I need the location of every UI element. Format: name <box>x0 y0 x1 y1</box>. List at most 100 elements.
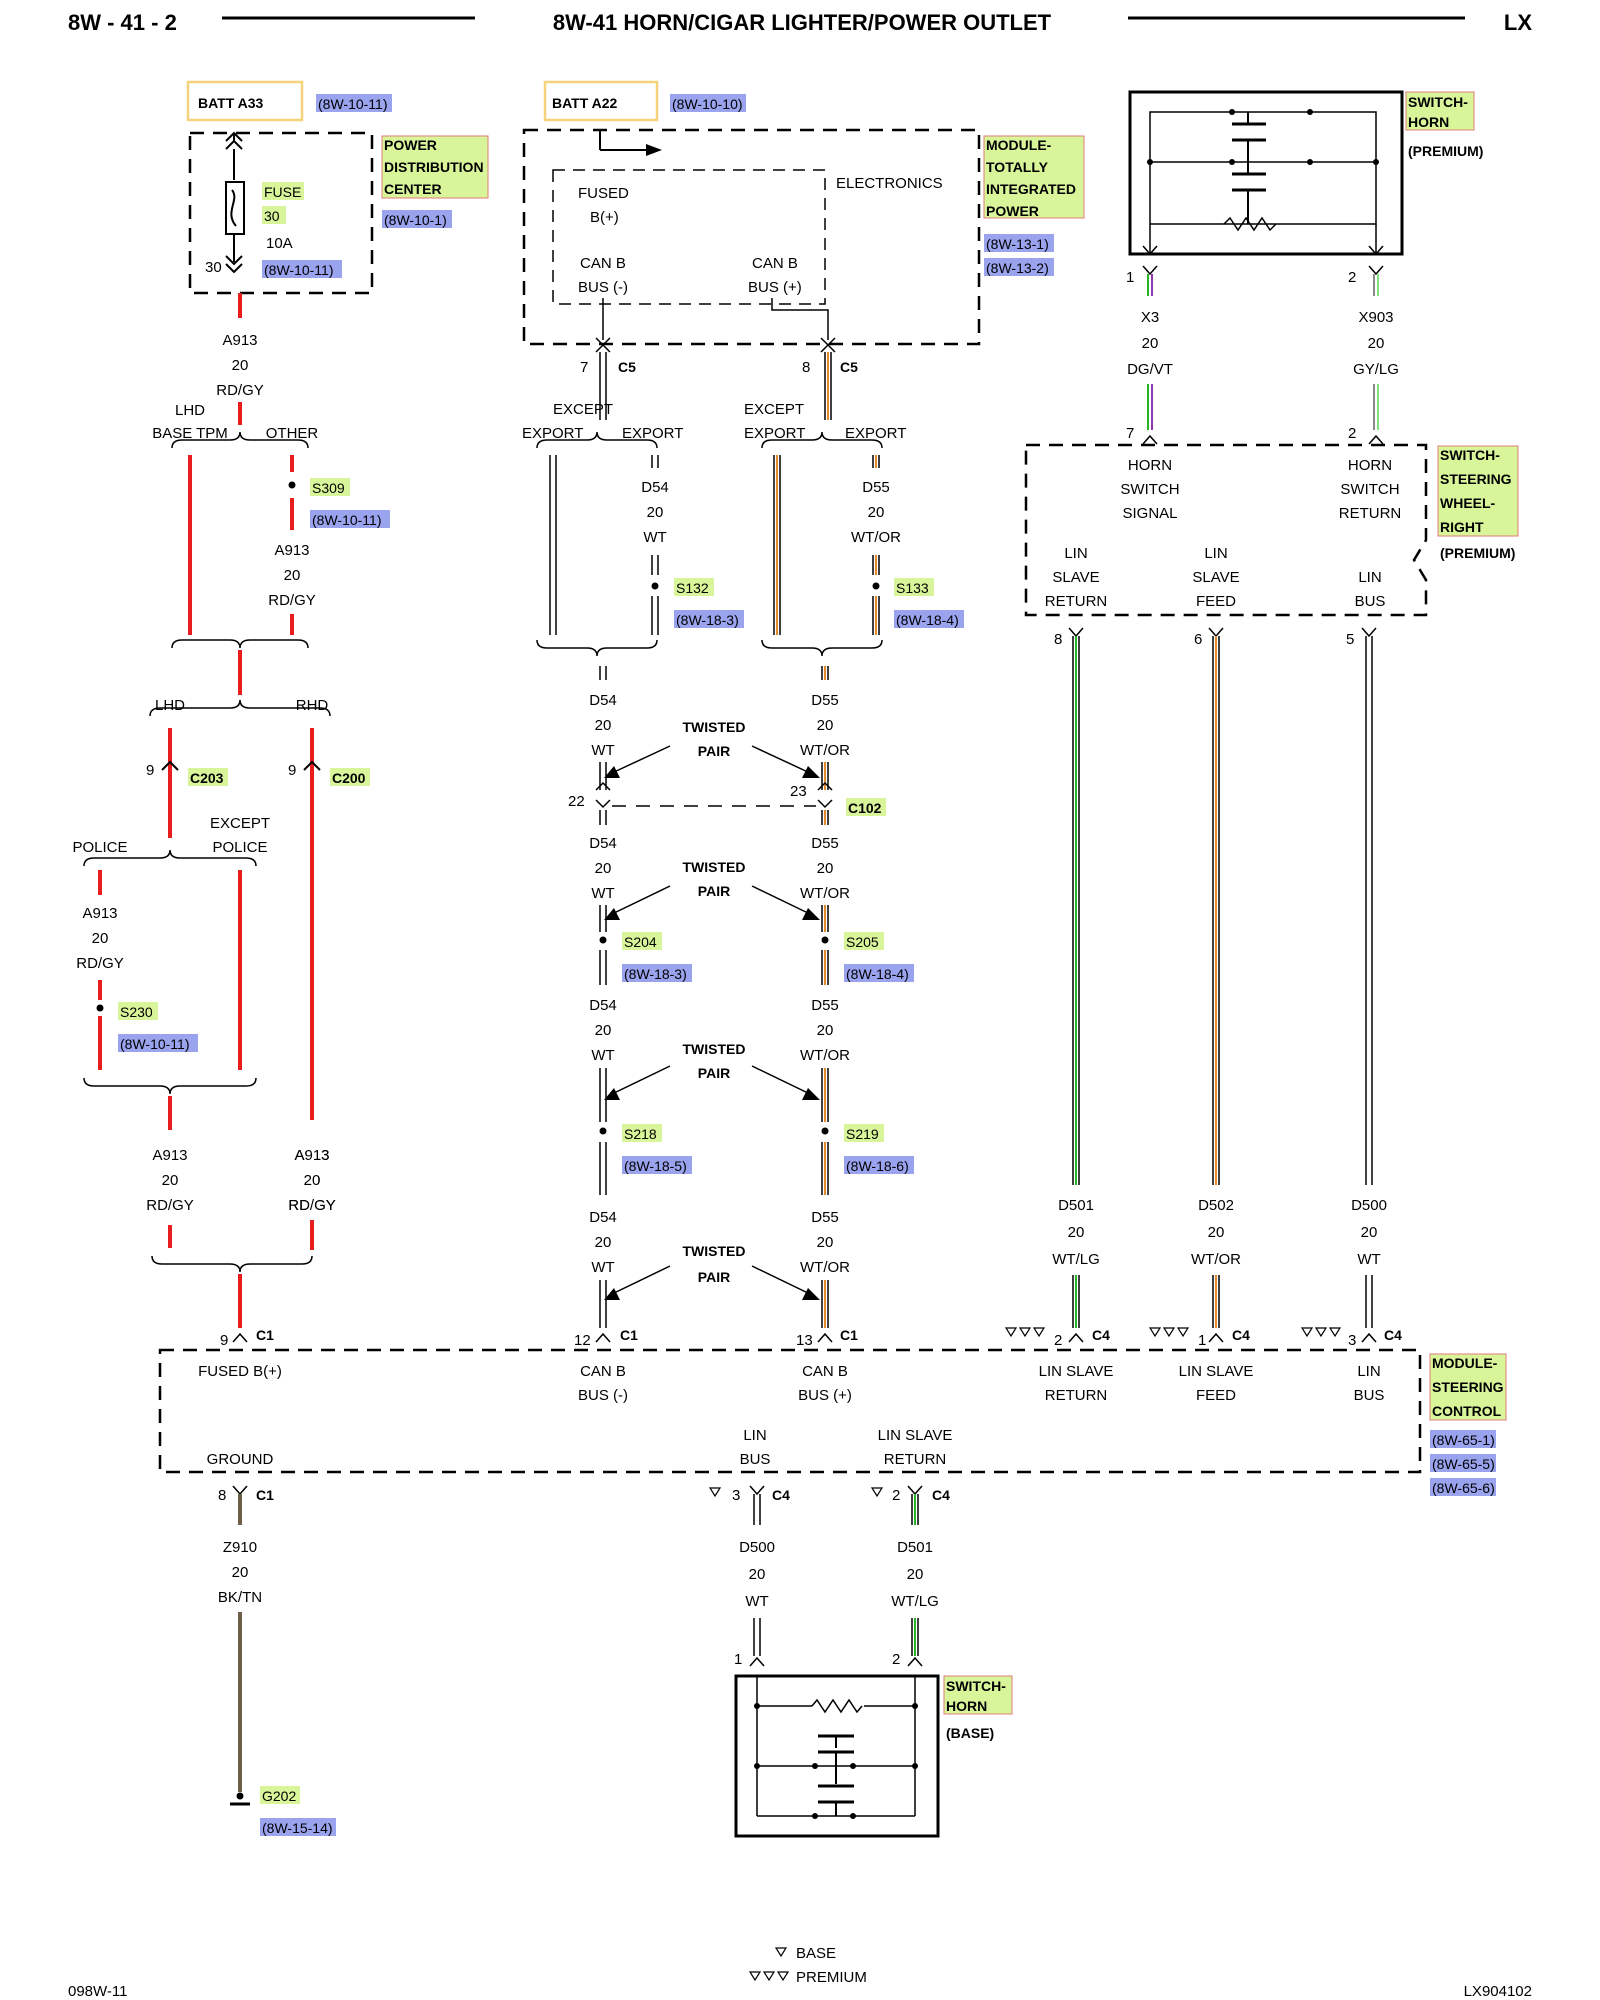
scm-canb-l-2: BUS (-) <box>578 1387 628 1404</box>
splice-s133: S133 <box>896 580 929 596</box>
option-police-2: POLICE <box>212 839 267 856</box>
wire-color: RD/GY <box>268 592 316 609</box>
pin-6: 6 <box>1194 631 1202 648</box>
wire-color: WT <box>643 529 666 546</box>
base-marker <box>708 1487 722 1498</box>
splice-s132-ref: (8W-18-3) <box>676 612 739 628</box>
connector-c4: C4 <box>772 1487 790 1503</box>
connector-icon <box>232 1485 923 1496</box>
scm-canb-r-1: CAN B <box>802 1363 848 1380</box>
splice-s218-ref: (8W-18-5) <box>624 1158 687 1174</box>
connector-icon <box>595 343 836 353</box>
splice-s205-ref: (8W-18-4) <box>846 966 909 982</box>
wire-id-overlay: A913 <box>294 1147 329 1164</box>
wire-id: X3 <box>1141 309 1159 326</box>
steering-name-4: RIGHT <box>1440 519 1484 535</box>
lsf-2: SLAVE <box>1192 569 1239 586</box>
connector-icon <box>749 1656 923 1667</box>
pdc-name-1: POWER <box>384 137 437 153</box>
lsr-1: LIN <box>1064 545 1087 562</box>
premium-marker <box>1300 1327 1342 1338</box>
option-other: OTHER <box>266 425 319 442</box>
connector-icon <box>1142 265 1384 276</box>
switch-icon <box>1232 112 1266 224</box>
twisted-label: TWISTED <box>683 1041 746 1057</box>
splice-icon <box>599 936 607 944</box>
connector-c1: C1 <box>256 1487 274 1503</box>
connector-c102: C102 <box>848 800 882 816</box>
steering-sub: (PREMIUM) <box>1440 545 1515 561</box>
lsf-1: LIN <box>1204 545 1227 562</box>
wire-gauge: 20 <box>1142 335 1159 352</box>
header-page-number: 8W - 41 - 2 <box>68 10 177 35</box>
option-lhd-2: LHD <box>155 697 185 714</box>
wire-color: WT/LG <box>1052 1251 1100 1268</box>
pair-label: PAIR <box>698 883 730 899</box>
arrow-icon <box>802 1288 820 1300</box>
wire-id: D54 <box>589 835 617 852</box>
splice-s309-ref: (8W-10-11) <box>312 512 382 528</box>
wire-color: WT <box>591 742 614 759</box>
c4-pin-2: 2 <box>1054 1332 1062 1349</box>
connector-c5-r: C5 <box>840 359 858 375</box>
wire-color-overlay: RD/GY <box>288 1197 336 1214</box>
scm-lsr2-2: RETURN <box>884 1451 947 1468</box>
connector-icon <box>595 781 833 809</box>
scm-linbus-1: LIN <box>1357 1363 1380 1380</box>
c1-pin-12: 12 <box>574 1332 591 1349</box>
pair-label: PAIR <box>698 1065 730 1081</box>
wire-gauge: 20 <box>232 1564 249 1581</box>
legend-base: BASE <box>796 1945 836 1962</box>
c4-pin-1: 1 <box>1198 1332 1206 1349</box>
scm-ref-1: (8W-65-1) <box>1432 1432 1495 1448</box>
tipm-bplus: B(+) <box>590 209 619 226</box>
tipm-canb-r: CAN B <box>752 255 798 272</box>
wire-gauge: 20 <box>817 1234 834 1251</box>
splice-s219-ref: (8W-18-6) <box>846 1158 909 1174</box>
lin-bus-1: LIN <box>1358 569 1381 586</box>
pin-8: 8 <box>1054 631 1062 648</box>
c102-pin-l: 22 <box>568 793 585 810</box>
c5-pin-r: 8 <box>802 359 810 376</box>
wire-gauge: 20 <box>1368 335 1385 352</box>
batt-a22-label: BATT A22 <box>552 95 618 111</box>
connector-c1: C1 <box>840 1327 858 1343</box>
c1-pin-13: 13 <box>796 1332 813 1349</box>
scm-linbus-2: BUS <box>1354 1387 1385 1404</box>
ground-g202: G202 <box>262 1788 296 1804</box>
resistor-icon <box>811 1698 863 1714</box>
wire-gauge: 20 <box>232 357 249 374</box>
pair-label: PAIR <box>698 1269 730 1285</box>
switch-icon <box>818 1734 854 1816</box>
premium-marker <box>1004 1327 1046 1338</box>
steering-wheel-switch: HORN SWITCH SIGNAL HORN SWITCH RETURN LI… <box>1024 443 1519 1328</box>
horn-base-name-1: SWITCH- <box>946 1678 1006 1694</box>
option-export: EXPORT <box>622 425 683 442</box>
wire-color: RD/GY <box>216 382 264 399</box>
wire-color: WT <box>745 1593 768 1610</box>
splice-s204-ref: (8W-18-3) <box>624 966 687 982</box>
wire-color: WT <box>591 885 614 902</box>
wire-color: WT/OR <box>800 885 850 902</box>
tipm-fused: FUSED <box>578 185 629 202</box>
tipm-name-2: TOTALLY <box>986 159 1049 175</box>
steering-name-3: WHEEL- <box>1440 495 1496 511</box>
c4-pin-3: 3 <box>1348 1332 1356 1349</box>
wire-id: A913 <box>274 542 309 559</box>
steering-pin-7: 7 <box>1126 425 1134 442</box>
option-base-tpm: BASE TPM <box>152 425 228 442</box>
splice-icon <box>821 1127 829 1135</box>
premium-marker <box>1148 1327 1190 1338</box>
tipm-ref-2: (8W-13-2) <box>986 260 1049 276</box>
splice-s230: S230 <box>120 1004 153 1020</box>
pdc-name-3: CENTER <box>384 181 442 197</box>
splice-icon <box>651 582 659 590</box>
wire-gauge: 20 <box>1068 1224 1085 1241</box>
option-lhd: LHD <box>175 402 205 419</box>
footer-right: LX904102 <box>1464 1983 1532 2000</box>
c200-pin: 9 <box>288 762 296 779</box>
twisted-label: TWISTED <box>683 859 746 875</box>
option-rhd-2: RHD <box>296 697 329 714</box>
base-marker <box>774 1947 788 1958</box>
